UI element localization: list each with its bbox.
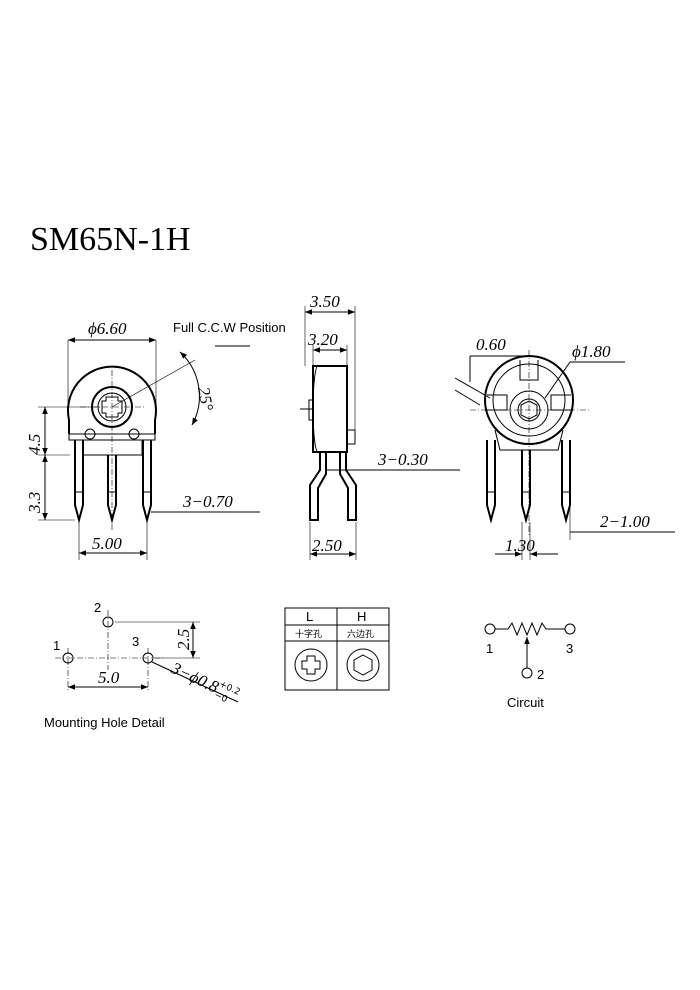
back-view: 0.60 ϕ1.80 1.30 2−1.00 bbox=[454, 335, 675, 560]
circuit-caption: Circuit bbox=[507, 695, 544, 710]
mount-pin-2: 2 bbox=[94, 600, 101, 615]
table-desc-l: 十字孔 bbox=[295, 628, 322, 640]
table-desc-h: 六边孔 bbox=[347, 628, 374, 640]
circuit-pin-3: 3 bbox=[566, 641, 573, 656]
circuit-pin-2: 2 bbox=[537, 667, 544, 682]
side-width-2: 3.20 bbox=[307, 330, 338, 349]
part-title: SM65N-1H bbox=[30, 221, 191, 258]
pin-pitch-label: 5.00 bbox=[92, 534, 122, 553]
side-width-3: 2.50 bbox=[312, 536, 342, 555]
side-thickness-label: 3−0.30 bbox=[377, 450, 428, 469]
circuit-pin-1: 1 bbox=[486, 641, 493, 656]
mount-pin-3: 3 bbox=[132, 634, 139, 649]
circuit-diagram: 1 2 3 Circuit bbox=[484, 621, 576, 710]
back-width-2: 1.30 bbox=[505, 536, 535, 555]
mount-caption: Mounting Hole Detail bbox=[44, 715, 165, 730]
table-col-h: H bbox=[357, 609, 366, 624]
cross-slot-icon bbox=[101, 396, 123, 418]
front-height-2: 3.3 bbox=[25, 492, 44, 514]
mounting-hole-detail: 1 2 3 2.5 5.0 3−ϕ0.8 +0.2 −0 Mounting Ho… bbox=[44, 600, 241, 730]
mount-pin-1: 1 bbox=[53, 638, 60, 653]
side-view: 3.50 3.20 3−0.30 2.50 bbox=[300, 292, 460, 560]
cross-slot-icon-table bbox=[301, 655, 321, 675]
back-width-label: 0.60 bbox=[476, 335, 506, 354]
front-diameter-label: ϕ6.60 bbox=[88, 319, 127, 338]
angle-label: 25° bbox=[194, 385, 217, 412]
mount-horizontal-dim: 5.0 bbox=[98, 668, 120, 687]
front-view: ϕ6.60 Full C.C.W Position 25° 4.5 3.3 3−… bbox=[25, 319, 286, 560]
hex-slot-icon-table bbox=[353, 654, 373, 676]
table-col-l: L bbox=[306, 609, 313, 624]
front-body bbox=[67, 365, 157, 434]
front-height-1: 4.5 bbox=[25, 434, 44, 455]
side-width-1: 3.50 bbox=[309, 292, 340, 311]
resistor-symbol bbox=[495, 621, 565, 637]
side-body bbox=[312, 365, 348, 453]
back-width-3: 2−1.00 bbox=[600, 512, 650, 531]
mount-vertical-dim: 2.5 bbox=[174, 629, 193, 650]
pin-width-label: 3−0.70 bbox=[182, 492, 233, 511]
ccw-position-label: Full C.C.W Position bbox=[173, 320, 286, 335]
mount-hole-spec: 3−ϕ0.8 bbox=[167, 658, 222, 697]
slot-type-table: L H 十字孔 六边孔 bbox=[284, 607, 390, 691]
back-diameter-label: ϕ1.80 bbox=[572, 342, 611, 361]
